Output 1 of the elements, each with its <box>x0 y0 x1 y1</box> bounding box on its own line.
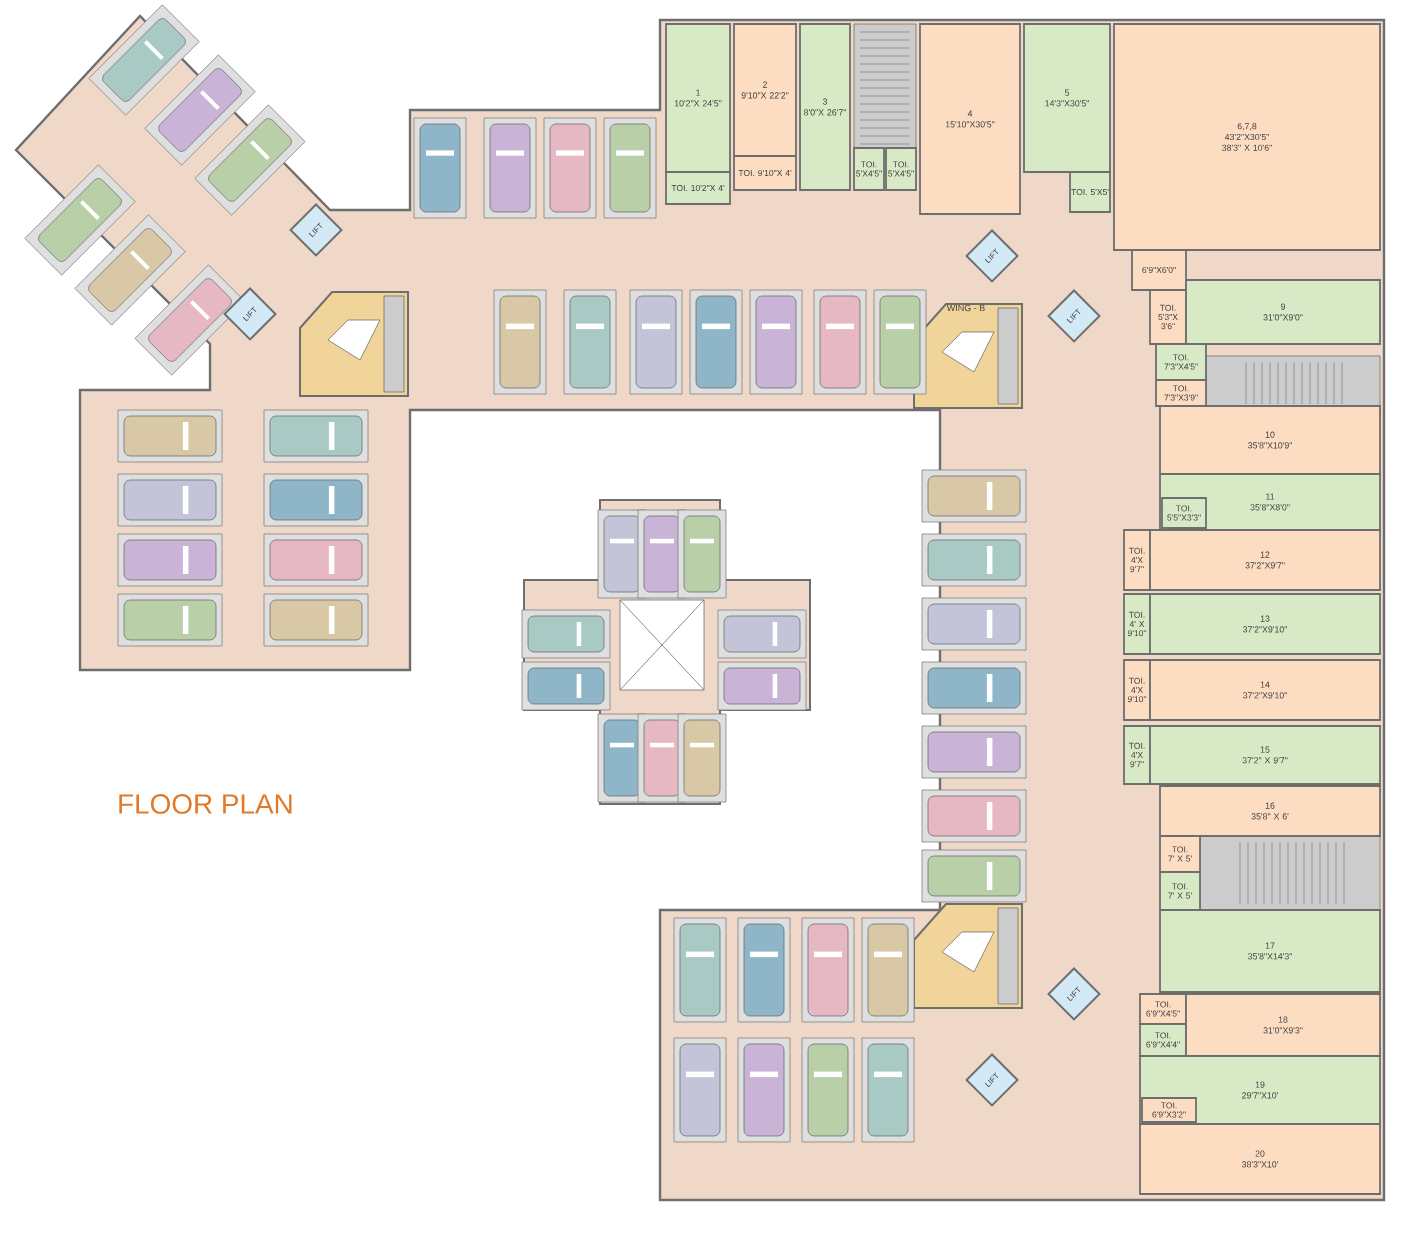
title: FLOOR PLAN <box>119 794 292 814</box>
